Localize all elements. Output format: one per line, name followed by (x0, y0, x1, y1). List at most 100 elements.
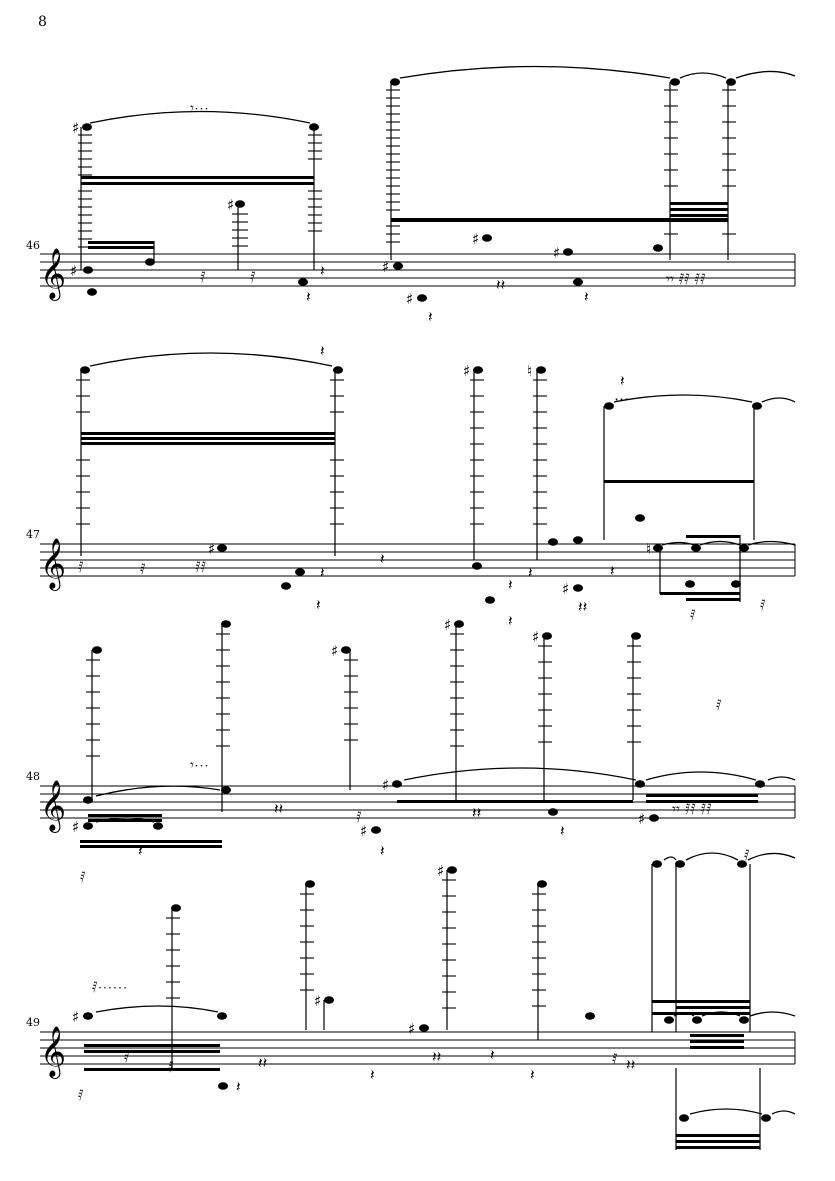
svg-text:♯: ♯ (532, 628, 539, 646)
svg-text:𝄽𝄽: 𝄽𝄽 (472, 804, 481, 822)
svg-text:𝅀: 𝅀 (140, 560, 146, 578)
rests: 𝄽𝄽 𝅀 𝄽𝄽 𝄽 𝄽 𝄽 𝄾⋯ 𝄾𝄾 𝅀𝅀 𝅀𝅀 𝅀 𝅀 𝅀 (80, 696, 750, 886)
svg-text:𝄽: 𝄽 (380, 842, 385, 860)
svg-text:𝄾⋯: 𝄾⋯ (190, 756, 209, 774)
note-group (386, 65, 796, 260)
svg-text:⋯: ⋯ (614, 390, 629, 408)
staff (40, 543, 796, 577)
treble-clef-icon: 𝄞 (40, 248, 66, 301)
page-number: 8 (38, 14, 47, 30)
note-group: ♯ ♯ ♯ (86, 616, 641, 812)
svg-text:𝅀: 𝅀 (78, 558, 84, 576)
svg-text:♯: ♯ (70, 262, 77, 280)
svg-text:𝄽𝄽: 𝄽𝄽 (432, 1048, 441, 1066)
svg-text:𝄽𝄽: 𝄽𝄽 (496, 276, 505, 294)
svg-text:♯: ♯ (638, 810, 645, 828)
svg-text:𝅀⋯⋯: 𝅀⋯⋯ (92, 978, 128, 996)
svg-text:𝄽: 𝄽 (530, 1066, 535, 1084)
staff (40, 253, 796, 287)
note-group: ♯ ♮ ⋯ (76, 352, 796, 560)
measure-number: 46 (26, 239, 40, 252)
svg-text:♯: ♯ (463, 362, 470, 380)
svg-text:𝄾𝄾 𝅀𝅀 𝅀𝅀: 𝄾𝄾 𝅀𝅀 𝅀𝅀 (672, 800, 712, 818)
svg-text:𝄽: 𝄽 (490, 1046, 495, 1064)
svg-text:𝄽𝄽: 𝄽𝄽 (626, 1056, 635, 1074)
system-2: 47 𝄞 (26, 342, 796, 630)
svg-text:𝄽𝄽: 𝄽𝄽 (578, 598, 587, 616)
rests: 𝅀 𝅀 𝄽 𝄽𝄽 𝄽 𝄽𝄽 𝄽 𝄽 𝄽𝄽 𝅀⋯⋯ 𝅀 𝅀 (78, 978, 635, 1104)
note-group: ♯ 𝄾⋯ (72, 99, 322, 270)
svg-text:𝅀: 𝅀 (168, 1058, 174, 1076)
staff (40, 1031, 796, 1065)
svg-text:♯: ♯ (331, 642, 338, 660)
svg-text:𝄾⋯: 𝄾⋯ (190, 99, 209, 117)
svg-text:♯: ♯ (360, 822, 367, 840)
svg-text:𝅀: 𝅀 (124, 1048, 130, 1066)
svg-text:𝅀: 𝅀 (200, 268, 206, 286)
svg-text:♯: ♯ (444, 616, 451, 634)
svg-text:𝄽: 𝄽 (236, 1078, 241, 1096)
note-group: ♯ ♯ ♯ ♯ (72, 862, 595, 1071)
svg-text:𝄾𝄾 𝅀𝅀 𝅀𝅀: 𝄾𝄾 𝅀𝅀 𝅀𝅀 (666, 270, 706, 288)
svg-text:𝄽: 𝄽 (508, 576, 513, 594)
svg-text:𝄽: 𝄽 (620, 372, 625, 390)
svg-text:♯: ♯ (227, 196, 234, 214)
svg-text:𝅀: 𝅀 (760, 596, 766, 614)
svg-text:♯: ♯ (72, 818, 79, 836)
svg-text:𝅀: 𝅀 (744, 846, 750, 864)
svg-text:𝄽: 𝄽 (380, 550, 385, 568)
svg-text:𝄽: 𝄽 (584, 288, 589, 306)
svg-text:𝅀𝅀: 𝅀𝅀 (195, 558, 207, 576)
svg-text:♯: ♯ (72, 119, 79, 137)
svg-text:♯: ♯ (437, 862, 444, 880)
svg-text:𝄽: 𝄽 (508, 612, 513, 630)
svg-text:𝄽𝄽: 𝄽𝄽 (274, 800, 283, 818)
note-group: ♯ ♯ ♯ ♯ (72, 767, 796, 848)
svg-text:♯: ♯ (208, 540, 215, 558)
note-group: ♯ ♯ ♯ ♯ ♯ ♯ (70, 196, 663, 308)
svg-text:𝄽: 𝄽 (320, 262, 325, 280)
svg-text:♯: ♯ (406, 290, 413, 308)
measure-number: 48 (26, 770, 40, 783)
svg-text:♯: ♯ (553, 244, 560, 262)
svg-text:𝄽: 𝄽 (528, 564, 533, 582)
svg-text:𝄽: 𝄽 (428, 308, 433, 326)
svg-text:♯: ♯ (314, 992, 321, 1010)
svg-text:𝄽: 𝄽 (370, 1066, 375, 1084)
rests: 𝅀 𝅀 𝄽 𝄽 𝄽 𝄽𝄽 𝄽 𝄾𝄾 𝅀𝅀 𝅀𝅀 (200, 262, 706, 326)
rests: 𝅀 𝅀 𝅀𝅀 𝄽 𝄽 𝄽 𝄽 𝄽 𝄽 𝄽𝄽 𝄽 𝄽 𝄽 𝅀 𝅀 (78, 342, 766, 630)
svg-text:𝅀: 𝅀 (250, 268, 256, 286)
svg-text:𝅀: 𝅀 (80, 868, 86, 886)
svg-text:𝅀: 𝅀 (356, 808, 362, 826)
svg-text:𝄽𝄽: 𝄽𝄽 (258, 1054, 267, 1072)
svg-text:𝅀: 𝅀 (716, 696, 722, 714)
svg-text:𝄽: 𝄽 (320, 564, 325, 582)
system-3: 48 𝄞 ♯ ♯ ♯ (26, 616, 796, 886)
svg-text:𝅀: 𝅀 (612, 1050, 618, 1068)
treble-clef-icon: 𝄞 (40, 780, 66, 833)
svg-text:𝄽: 𝄽 (306, 288, 311, 306)
svg-text:𝄽: 𝄽 (560, 822, 565, 840)
treble-clef-icon: 𝄞 (40, 538, 66, 591)
svg-text:♯: ♯ (408, 1020, 415, 1038)
svg-text:♯: ♯ (382, 258, 389, 276)
note-group: ♯ ♯ ♮ (208, 514, 796, 604)
treble-clef-icon: 𝄞 (40, 1026, 66, 1079)
svg-text:♮: ♮ (527, 362, 532, 380)
svg-text:𝅀: 𝅀 (690, 606, 696, 624)
measure-number: 47 (26, 528, 40, 541)
svg-text:♯: ♯ (472, 230, 479, 248)
system-1: 46 𝄞 ♯ � (26, 65, 796, 326)
svg-text:𝄽: 𝄽 (138, 842, 143, 860)
measure-number: 49 (26, 1016, 40, 1029)
svg-text:𝄽: 𝄽 (610, 562, 615, 580)
svg-text:𝄽: 𝄽 (316, 596, 321, 614)
svg-text:𝄽: 𝄽 (320, 342, 325, 360)
system-4: 49 𝄞 ♯ ♯ ♯ (26, 852, 796, 1150)
svg-text:𝅀: 𝅀 (78, 1086, 84, 1104)
svg-text:♯: ♯ (382, 776, 389, 794)
svg-text:♯: ♯ (72, 1008, 79, 1026)
svg-text:♮: ♮ (646, 540, 651, 558)
svg-text:♯: ♯ (562, 580, 569, 598)
